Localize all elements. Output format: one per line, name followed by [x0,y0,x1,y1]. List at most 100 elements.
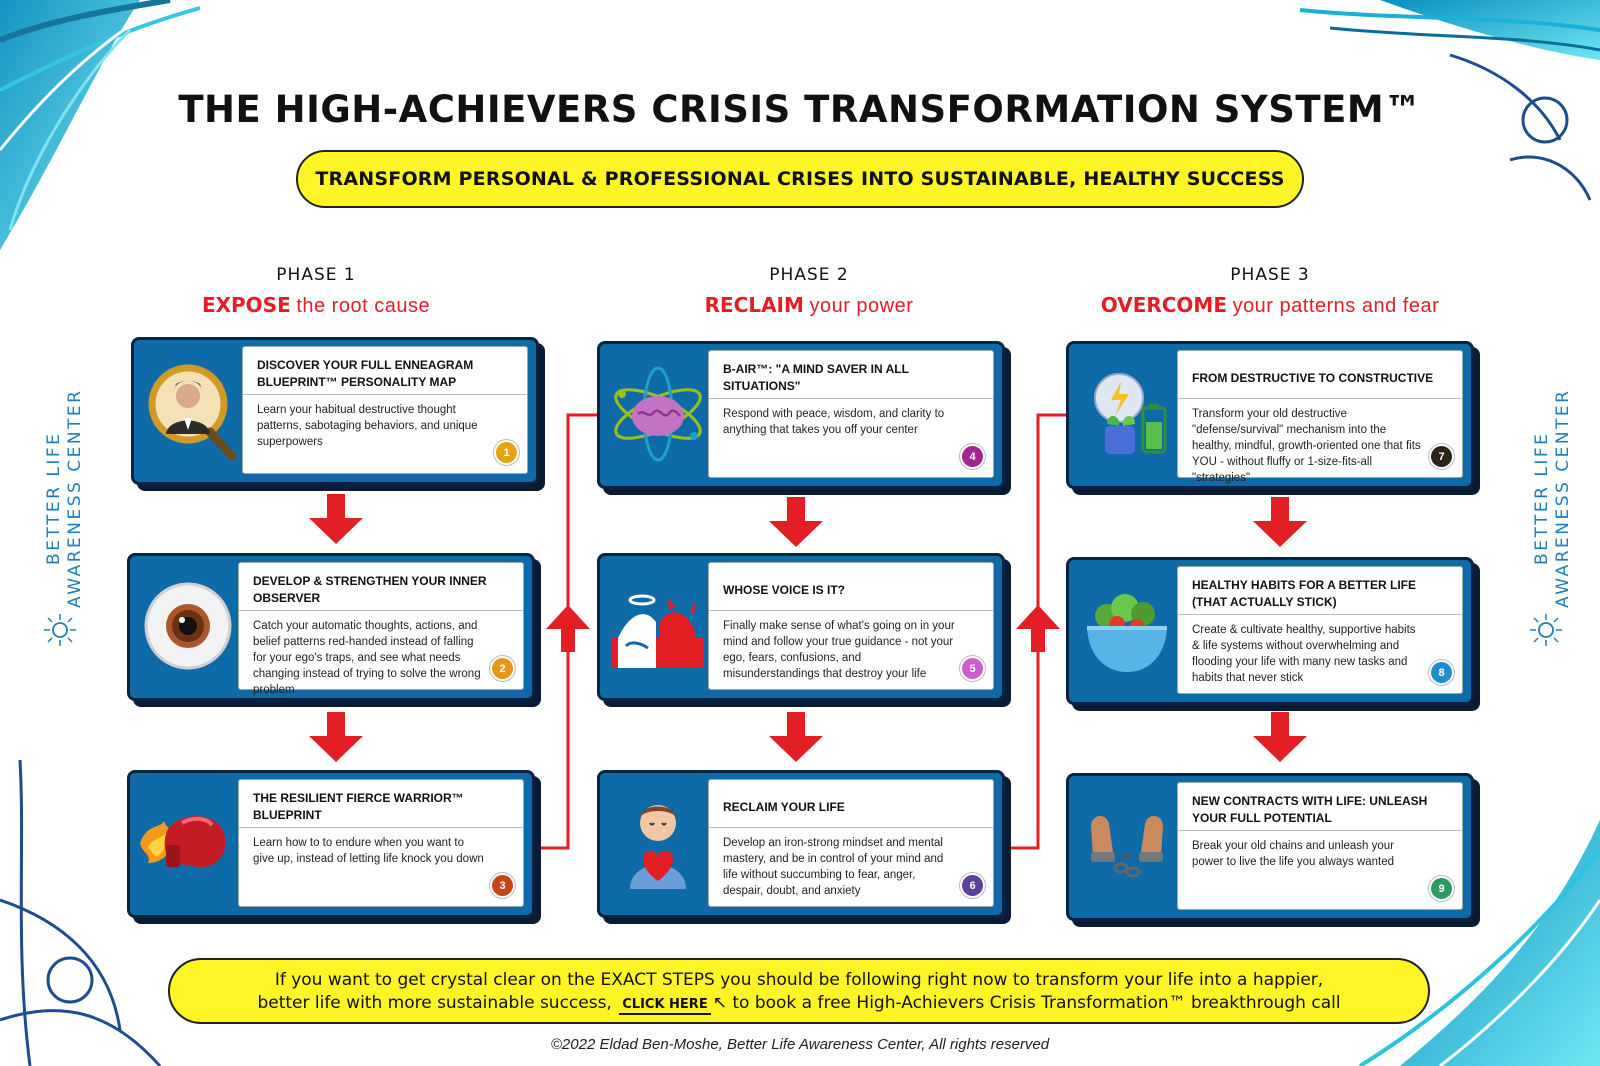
arrow-up-phase2-phase3 [1016,605,1060,652]
side-label-left: BETTER LIFE AWARENESS CENTER [38,380,98,660]
phase-tagline: EXPOSE the root cause [136,293,496,318]
step-number-badge: 3 [492,875,513,896]
divider [709,827,993,828]
phase-label: PHASE 1 [276,265,356,285]
magnifier-person-icon [148,364,237,460]
divider [1178,614,1462,615]
phase-rest: your patterns and fear [1232,295,1440,317]
step-title: THE RESILIENT FIERCE WARRIOR™ BLUEPRINT [253,791,464,822]
arrow-down-4-5 [769,497,823,547]
step-number-badge: 5 [962,658,983,679]
bottom-left-swirl [0,759,162,1066]
top-right-swirl [1299,0,1600,201]
phase-3-header: PHASE 3 OVERCOME your patterns and fear [1090,265,1450,318]
click-here-button[interactable]: CLICK HERE [619,997,711,1015]
arrow-down-8-9 [1253,712,1307,762]
step-panel: B-AIR™: "A MIND SAVER IN ALL SITUATIONS"… [708,350,994,478]
subtitle-banner: TRANSFORM PERSONAL & PROFESSIONAL CRISES… [296,150,1304,208]
top-left-swirl [0,0,201,250]
phase-tagline: OVERCOME your patterns and fear [1090,293,1450,318]
step-panel: NEW CONTRACTS WITH LIFE: UNLEASH YOUR FU… [1177,782,1463,910]
divider [239,827,523,828]
step-number-badge: 8 [1431,662,1452,683]
phase-label: PHASE 2 [769,265,849,285]
step-description: Learn your habitual destructive thought … [257,404,478,448]
sun-icon [44,614,76,646]
arrow-down-7-8 [1253,497,1307,547]
step-title: DEVELOP & STRENGTHEN YOUR INNER OBSERVER [253,574,487,605]
phase-2-header: PHASE 2 RECLAIM your power [629,265,989,318]
step-description: Transform your old destructive "defense/… [1192,408,1421,484]
divider [709,610,993,611]
step-panel: DISCOVER YOUR FULL ENNEAGRAM BLUEPRINT™ … [242,346,528,474]
step-description: Finally make sense of what's going on in… [723,620,955,680]
step-title: NEW CONTRACTS WITH LIFE: UNLEASH YOUR FU… [1192,794,1428,825]
eye-icon [144,582,232,670]
phase-label: PHASE 3 [1230,265,1310,285]
divider [1178,398,1462,399]
divider [1178,830,1462,831]
step-number-badge: 1 [496,442,517,463]
step-number-badge: 2 [492,658,513,679]
arrow-down-1-2 [309,494,363,544]
salad-bowl-icon [1087,594,1167,672]
brain-atom-icon [614,366,702,462]
bottom-right-swirl [1358,820,1600,1066]
divider [709,398,993,399]
connector-phase2-phase3 [1000,413,1066,850]
step-number-badge: 4 [962,446,983,467]
phase-1-header: PHASE 1 EXPOSE the root cause [136,265,496,318]
arrow-down-2-3 [309,712,363,762]
step-description: Respond with peace, wisdom, and clarity … [723,408,945,436]
step-card-3: THE RESILIENT FIERCE WARRIOR™ BLUEPRINT … [127,770,535,918]
step-card-7: FROM DESTRUCTIVE TO CONSTRUCTIVE Transfo… [1066,341,1474,489]
cta-banner: If you want to get crystal clear on the … [168,958,1430,1024]
phase-rest: the root cause [296,295,431,317]
broken-chains-icon [1091,815,1163,878]
step-card-2: DEVELOP & STRENGTHEN YOUR INNER OBSERVER… [127,553,535,701]
phase-verb: EXPOSE [201,293,291,317]
step-description: Break your old chains and unleash your p… [1192,840,1395,868]
phase-tagline: RECLAIM your power [629,293,989,318]
connector-phase1-phase2 [537,413,598,850]
step-description: Create & cultivate healthy, supportive h… [1192,624,1416,684]
cta-line1: If you want to get crystal clear on the … [274,970,1324,990]
step-number-badge: 6 [962,875,983,896]
step-title: DISCOVER YOUR FULL ENNEAGRAM BLUEPRINT™ … [257,358,474,389]
cta-line2-before: better life with more sustainable succes… [257,993,612,1013]
step-panel: RECLAIM YOUR LIFE Develop an iron-strong… [708,779,994,907]
page-title: THE HIGH-ACHIEVERS CRISIS TRANSFORMATION… [178,88,1422,131]
step-title: FROM DESTRUCTIVE TO CONSTRUCTIVE [1192,370,1434,385]
step-panel: DEVELOP & STRENGTHEN YOUR INNER OBSERVER… [238,562,524,696]
step-card-8: HEALTHY HABITS FOR A BETTER LIFE (THAT A… [1066,557,1474,705]
step-panel: THE RESILIENT FIERCE WARRIOR™ BLUEPRINT … [238,779,524,907]
step-panel: HEALTHY HABITS FOR A BETTER LIFE (THAT A… [1177,566,1463,694]
step-number-badge: 7 [1431,446,1452,467]
step-card-1: DISCOVER YOUR FULL ENNEAGRAM BLUEPRINT™ … [131,337,539,485]
step-card-6: RECLAIM YOUR LIFE Develop an iron-strong… [597,770,1005,918]
step-card-4: B-AIR™: "A MIND SAVER IN ALL SITUATIONS"… [597,341,1005,489]
cta-line2: better life with more sustainable succes… [170,992,1428,1015]
step-description: Catch your automatic thoughts, actions, … [253,620,481,696]
cursor-icon: ↖ [712,993,727,1013]
sun-icon [1530,614,1562,646]
step-panel: FROM DESTRUCTIVE TO CONSTRUCTIVE Transfo… [1177,350,1463,484]
step-title: WHOSE VOICE IS IT? [723,582,846,597]
step-number-badge: 9 [1431,878,1452,899]
arrow-up-phase1-phase2 [546,605,590,652]
step-description: Develop an iron-strong mindset and menta… [723,837,944,897]
step-panel: WHOSE VOICE IS IT? Finally make sense of… [708,562,994,690]
angel-devil-icon [612,594,704,668]
side-label-right: BETTER LIFE AWARENESS CENTER [1526,380,1586,660]
step-card-5: WHOSE VOICE IS IT? Finally make sense of… [597,553,1005,701]
copyright-text: ©2022 Eldad Ben-Moshe, Better Life Aware… [550,1036,1050,1053]
plant-battery-icon [1094,373,1167,454]
boxing-glove-icon [140,815,226,868]
phase-verb: RECLAIM [704,293,804,317]
cta-line2-after: to book a free High-Achievers Crisis Tra… [732,993,1341,1013]
step-description: Learn how to to endure when you want to … [253,837,484,865]
step-card-9: NEW CONTRACTS WITH LIFE: UNLEASH YOUR FU… [1066,773,1474,921]
divider [239,610,523,611]
